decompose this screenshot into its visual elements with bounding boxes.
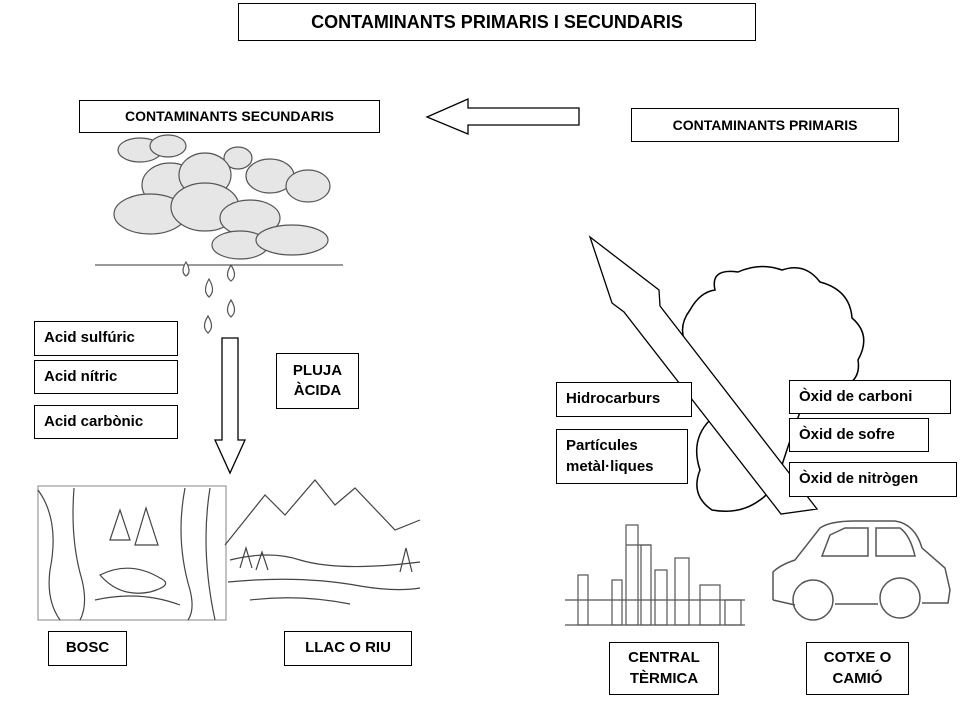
thermal-plant-label: CENTRAL TÈRMICA bbox=[609, 642, 719, 695]
acid-nitric-label: Acid nítric bbox=[34, 360, 178, 394]
secondary-pollutants-label: CONTAMINANTS SECUNDARIS bbox=[79, 100, 380, 133]
hydrocarbons-label: Hidrocarburs bbox=[556, 382, 692, 417]
page-title: CONTAMINANTS PRIMARIS I SECUNDARIS bbox=[238, 3, 756, 41]
lake-illustration bbox=[224, 479, 421, 605]
primary-pollutants-label: CONTAMINANTS PRIMARIS bbox=[631, 108, 899, 142]
forest-illustration bbox=[37, 485, 227, 621]
lake-river-label: LLAC O RIU bbox=[284, 631, 412, 666]
carbon-oxide-label: Òxid de carboni bbox=[789, 380, 951, 414]
car-illustration bbox=[772, 520, 951, 621]
left-arrow bbox=[425, 98, 580, 135]
sulfur-oxide-label: Òxid de sofre bbox=[789, 418, 929, 452]
diagonal-arrow bbox=[588, 235, 819, 515]
acid-carbonic-label: Acid carbònic bbox=[34, 405, 178, 439]
acid-rain-label: PLUJA ÀCIDA bbox=[276, 353, 359, 409]
down-arrow bbox=[213, 337, 247, 475]
raindrops bbox=[182, 260, 236, 334]
acid-sulfuric-label: Acid sulfúric bbox=[34, 321, 178, 356]
forest-label: BOSC bbox=[48, 631, 127, 666]
cloud-illustration bbox=[113, 134, 331, 260]
metal-particles-label: Partícules metàl·liques bbox=[556, 429, 688, 484]
car-truck-label: COTXE O CAMIÓ bbox=[806, 642, 909, 695]
nitrogen-oxide-label: Òxid de nitrògen bbox=[789, 462, 957, 497]
power-plant-illustration bbox=[565, 524, 745, 626]
